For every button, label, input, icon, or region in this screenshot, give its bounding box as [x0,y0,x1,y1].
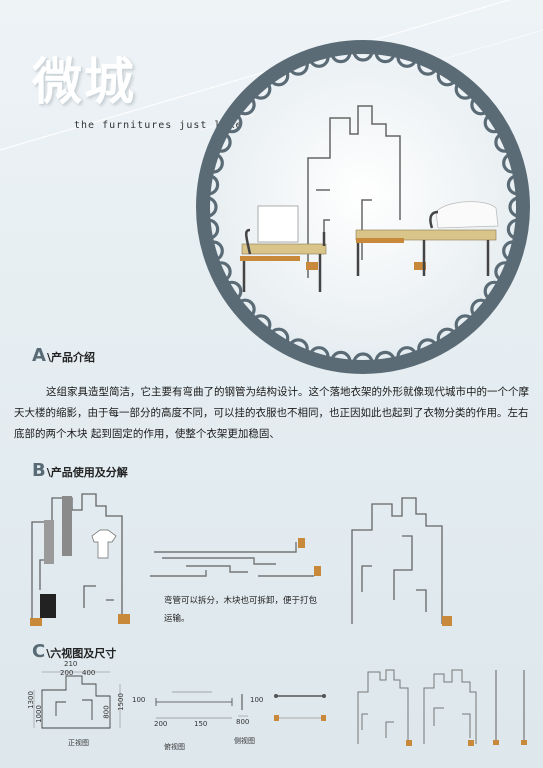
ring-scallop [287,338,309,360]
ring-scallop [198,218,220,240]
ring-scallop [374,350,396,372]
side-view-label: 侧视图 [234,737,255,745]
disassembly-caption: 弯管可以拆分，木块也可拆卸，便于打包 运输。 [164,592,354,628]
hero-product-render [196,40,530,374]
page-title: 微城 [32,53,136,111]
section-a-label: \产品介绍 [46,351,95,364]
six-view-drawings: 210 200 400 1300 1000 800 1500 正视图 100 2… [24,660,539,752]
ring-scallop [250,78,272,100]
front-view-drawing [33,671,121,729]
dim-400: 400 [82,669,96,677]
ring-scallop [330,42,352,64]
section-b-heading: B\产品使用及分解 [32,460,128,481]
section-a-heading: A\产品介绍 [32,345,95,366]
ring-scallop [508,196,530,218]
dim-150: 150 [194,720,208,728]
ring-scallop [436,65,458,87]
section-c-heading: C\六视图及尺寸 [32,641,116,662]
ring-scallop [494,261,516,283]
ring-scallop [374,42,396,64]
ring-scallop [308,346,330,368]
ring-scallop [454,314,476,336]
ring-scallop [454,78,476,100]
top-view-drawing [155,691,233,719]
ring-scallop [494,131,516,153]
dim-1500: 1500 [116,693,125,711]
ring-scallop [210,131,232,153]
product-intro-paragraph: 这组家具造型简洁，它主要有弯曲了的钢管为结构设计。这个落地衣架的外形就像现代城市… [14,386,529,440]
disassembled-parts-render [150,538,321,577]
ring-scallop [483,280,505,302]
rack-render-sides [493,670,527,745]
section-c-letter: C [32,641,46,662]
caption-line-1: 弯管可以拆分，木块也可拆卸，便于打包 [164,596,318,606]
ring-scallop [308,46,330,68]
ring-scallop [417,338,439,360]
ring-scallop [268,65,290,87]
ring-scallop [221,280,243,302]
top-view-label: 俯视图 [164,743,185,751]
dim-200-b: 200 [154,720,168,728]
ring-scallop [396,46,418,68]
ring-scallop [470,94,492,116]
section-b-letter: B [32,460,46,481]
ring-scallop [502,240,524,262]
rack-render-front [357,669,412,746]
ring-scallop [202,240,224,262]
ring-scallop [202,152,224,174]
rack-line-render [351,497,452,626]
bar-renders [274,694,326,721]
ring-scallop [506,174,528,196]
ring-scallop [198,174,220,196]
dim-1300: 1300 [26,691,35,709]
dim-100-a: 100 [132,696,146,704]
ring-scallop [330,350,352,372]
section-a-letter: A [32,345,46,366]
ring-scallop [502,152,524,174]
ring-scallop [210,261,232,283]
dim-210: 210 [64,660,78,668]
ring-scallop [483,112,505,134]
caption-line-2: 运输。 [164,614,190,624]
ring-scallop [436,327,458,349]
dim-800-b: 800 [236,718,250,726]
section-c-label: \六视图及尺寸 [46,647,117,660]
ring-scallop [234,94,256,116]
page-subtitle: the furnitures just like a city [74,120,292,131]
ring-scallop [352,40,374,62]
ring-scallop [470,298,492,320]
front-view-label: 正视图 [68,739,89,747]
ring-scallop [221,112,243,134]
dim-1000: 1000 [34,705,43,723]
ring-scallop [396,346,418,368]
dim-200-a: 200 [60,669,74,677]
side-view-drawing [238,694,248,717]
ring-scallop [268,327,290,349]
ring-scallop [250,314,272,336]
ring-scallop [506,218,528,240]
dim-100-b: 100 [250,696,264,704]
ring-scallop [352,352,374,374]
ring-scallop [417,54,439,76]
rack-with-clothes-render [30,493,130,626]
section-b-label: \产品使用及分解 [46,466,128,479]
ring-scallop [234,298,256,320]
dim-800: 800 [102,705,111,719]
ring-scallop [196,196,218,218]
rack-render-back [423,669,477,746]
ring-scallop [287,54,309,76]
